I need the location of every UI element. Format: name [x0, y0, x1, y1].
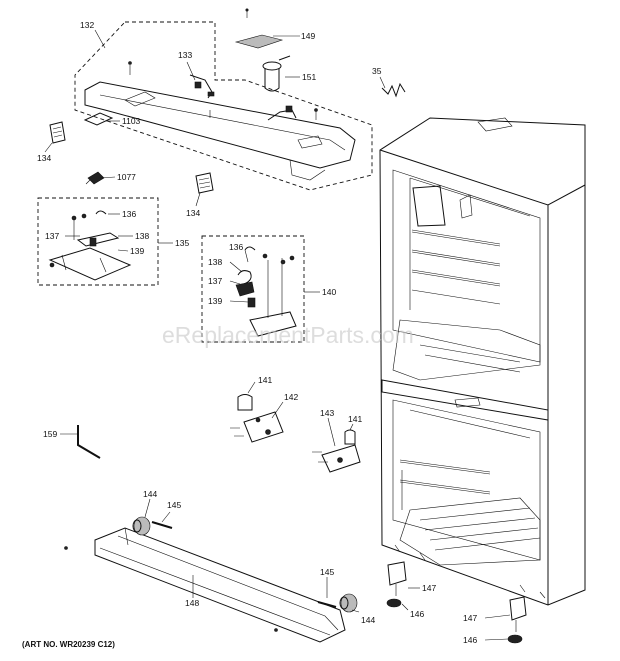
watermark: eReplacementParts.com: [162, 322, 414, 348]
callout-144-a: 144: [143, 489, 157, 499]
part-134-middle: [195, 172, 214, 194]
callout-145-a: 145: [167, 500, 181, 510]
roller-144-right: [339, 593, 358, 613]
art-number: (ART NO. WR20239 C12): [22, 640, 115, 649]
part-151: [262, 55, 291, 92]
callout-151: 151: [302, 72, 316, 82]
callout-134-left: 134: [37, 153, 51, 163]
callout-159: 159: [43, 429, 57, 439]
hinge-bracket-142: [230, 394, 284, 443]
hinge-assembly-group-135: [37, 197, 159, 286]
callout-146-a: 146: [410, 609, 424, 619]
callout-133: 133: [178, 50, 192, 60]
callout-149: 149: [301, 31, 315, 41]
callout-148: 148: [185, 598, 199, 608]
callout-35: 35: [372, 66, 382, 76]
part-35-wire: [381, 82, 406, 98]
callout-labels: 132 133 149 151 35 1103 134 1077 134 136…: [37, 20, 477, 645]
callout-143: 143: [320, 408, 334, 418]
pin-145-left: [151, 521, 173, 529]
callout-141-b: 141: [348, 414, 362, 424]
part-149: [234, 8, 284, 49]
callout-142: 142: [284, 392, 298, 402]
callout-140: 140: [322, 287, 336, 297]
part-159-wrench: [77, 425, 101, 459]
callout-132: 132: [80, 20, 94, 30]
callout-134-middle: 134: [186, 208, 200, 218]
roller-144-left: [132, 516, 151, 536]
top-cover-assembly-group: [74, 21, 373, 191]
callout-138-a: 138: [135, 231, 149, 241]
callout-139-b: 139: [208, 296, 222, 306]
callout-1077: 1077: [117, 172, 136, 182]
callout-147-b: 147: [463, 613, 477, 623]
callout-147-a: 147: [422, 583, 436, 593]
leveler-147-146-upper: [386, 561, 407, 608]
callout-136-a: 136: [122, 209, 136, 219]
callout-138-b: 138: [208, 257, 222, 267]
hinge-bracket-143: [312, 429, 361, 473]
refrigerator-cabinet: [379, 117, 586, 606]
hinge-assembly-group-140: [201, 235, 305, 343]
toe-grille-148: [64, 527, 346, 643]
callout-146-b: 146: [463, 635, 477, 645]
part-134-left: [49, 121, 66, 144]
callout-145-b: 145: [320, 567, 334, 577]
leader-lines: [44, 29, 511, 641]
pin-145-right: [317, 601, 337, 608]
callout-141-a: 141: [258, 375, 272, 385]
callout-136-b: 136: [229, 242, 243, 252]
callout-139-a: 139: [130, 246, 144, 256]
leveler-147-146-lower: [507, 596, 527, 644]
callout-135: 135: [175, 238, 189, 248]
callout-137-b: 137: [208, 276, 222, 286]
callout-1103: 1103: [122, 116, 141, 126]
callout-144-b: 144: [361, 615, 375, 625]
callout-137-a: 137: [45, 231, 59, 241]
